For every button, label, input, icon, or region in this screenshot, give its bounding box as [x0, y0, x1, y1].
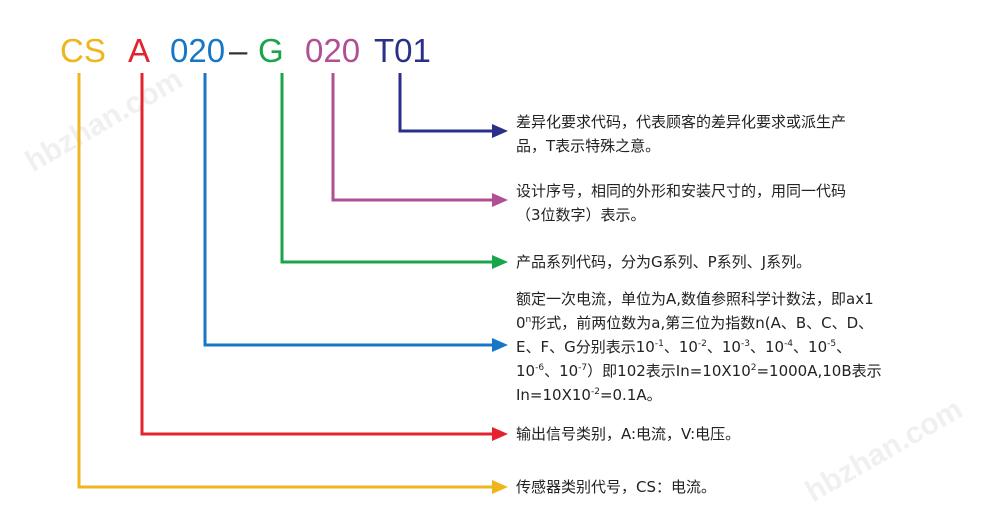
- code-part-020-rating: 020: [170, 32, 225, 69]
- desc-series: 产品系列代码，分为G系列、P系列、J系列。: [516, 250, 948, 274]
- desc-t01-line1: 差异化要求代码，代表顾客的差异化要求或派生产: [516, 113, 847, 131]
- code-part-020-design: 020: [305, 32, 360, 69]
- desc-sensor-line1: 传感器类别代号，CS：电流。: [516, 478, 716, 496]
- arrowhead-t01: [492, 124, 508, 138]
- desc-rated-line4: 10-6、10-7）即102表示In=10X102=1000A,10B表示: [516, 362, 882, 380]
- connector-sensor-type: [77, 73, 492, 489]
- connector-rating: [203, 73, 492, 347]
- code-part-dash: –: [229, 32, 248, 69]
- desc-output-line1: 输出信号类别，A:电流，V:电压。: [516, 425, 741, 443]
- connector-series: [280, 73, 492, 264]
- desc-design-line2: （3位数字）表示。: [516, 206, 646, 224]
- code-part-a: A: [128, 32, 150, 69]
- desc-output-signal: 输出信号类别，A:电流，V:电压。: [516, 422, 948, 446]
- desc-rated-line1: 额定一次电流，单位为A,数值参照科学计数法，即ax1: [516, 290, 874, 308]
- desc-rated-current: 额定一次电流，单位为A,数值参照科学计数法，即ax1 0n形式，前两位数为a,第…: [516, 287, 948, 407]
- code-part-t01: T01: [374, 32, 431, 69]
- desc-series-line1: 产品系列代码，分为G系列、P系列、J系列。: [516, 253, 812, 271]
- desc-sensor-type: 传感器类别代号，CS：电流。: [516, 475, 948, 499]
- desc-design-line1: 设计序号，相同的外形和安装尺寸的，用同一代码: [516, 182, 847, 200]
- desc-design-serial: 设计序号，相同的外形和安装尺寸的，用同一代码 （3位数字）表示。: [516, 179, 948, 227]
- arrowhead-series: [492, 255, 508, 269]
- connector-output: [140, 73, 492, 436]
- desc-rated-line3: E、F、G分别表示10-1、10-2、10-3、10-4、10-5、: [516, 338, 852, 356]
- desc-t01-line2: 品，T表示特殊之意。: [516, 137, 661, 155]
- connector-t01: [398, 73, 492, 133]
- arrowhead-sensor-type: [492, 480, 508, 494]
- desc-rated-line5: In=10X10-2=0.1A。: [516, 386, 662, 404]
- desc-t01: 差异化要求代码，代表顾客的差异化要求或派生产 品，T表示特殊之意。: [516, 110, 948, 158]
- arrowhead-output: [492, 427, 508, 441]
- connector-design: [331, 73, 492, 202]
- desc-rated-line2: 0n形式，前两位数为a,第三位为指数n(A、B、C、D、: [516, 314, 874, 332]
- code-part-cs: CS: [60, 32, 106, 69]
- code-part-g: G: [258, 32, 284, 69]
- arrowhead-design: [492, 193, 508, 207]
- arrowhead-rating: [492, 338, 508, 352]
